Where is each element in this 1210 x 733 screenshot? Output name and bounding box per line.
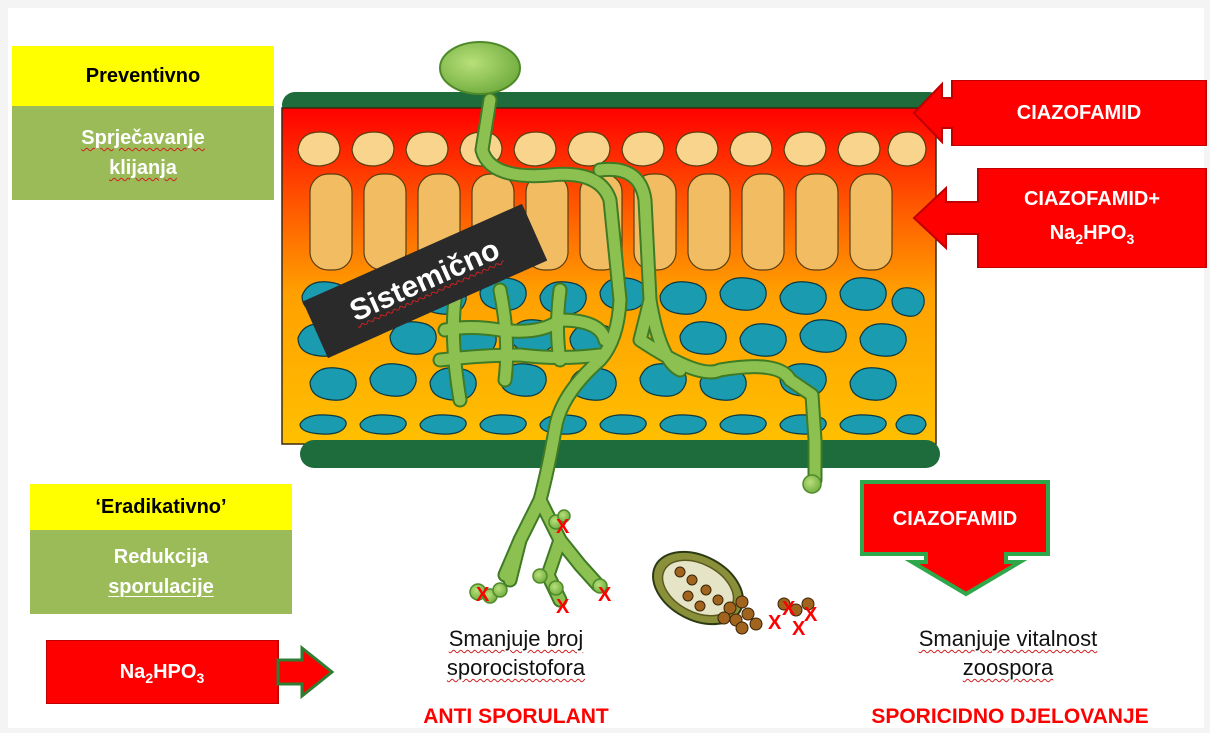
caption-anti-sporulant: Smanjuje broj sporocistofora xyxy=(386,624,646,682)
ciazofamid-plus-line1: CIAZOFAMID+ xyxy=(978,184,1206,214)
sporicidno-effect: SPORICIDNO DJELOVANJE xyxy=(820,705,1200,729)
ciazofamid-down-text: CIAZOFAMID xyxy=(862,504,1048,534)
hpo-mid: HPO xyxy=(153,661,196,683)
hpo-sub-3: 3 xyxy=(1126,231,1134,247)
na2hpo3-text: Na2HPO3 xyxy=(46,657,278,693)
hpo-mid: HPO xyxy=(1083,222,1126,244)
zoosporangium xyxy=(641,537,814,639)
anti-sporulant-effect: ANTI SPORULANT xyxy=(386,705,646,729)
sporangium-top xyxy=(440,42,520,94)
caption-right-line1: Smanjuje vitalnost xyxy=(858,624,1158,653)
ciazofamid-callout-top: CIAZOFAMID xyxy=(912,80,1208,146)
na-base: Na xyxy=(120,661,146,683)
na-sub-2: 2 xyxy=(145,670,153,686)
na2hpo3-callout: Na2HPO3 xyxy=(46,640,336,704)
caption-sporicidno: Smanjuje vitalnost zoospora xyxy=(858,624,1158,682)
ciazofamid-callout-down: CIAZOFAMID xyxy=(856,476,1054,598)
ciazofamid-na2hpo3-callout: CIAZOFAMID+ Na2HPO3 xyxy=(912,168,1208,268)
na-base: Na xyxy=(1050,222,1076,244)
caption-left-line1: Smanjuje broj xyxy=(386,624,646,653)
caption-right-line2: zoospora xyxy=(858,653,1158,682)
lower-epidermis xyxy=(300,440,940,468)
na-sub-2: 2 xyxy=(1075,231,1083,247)
hpo-sub-3: 3 xyxy=(196,670,204,686)
ciazofamid-top-text: CIAZOFAMID xyxy=(952,98,1206,128)
caption-left-line2: sporocistofora xyxy=(386,653,646,682)
ciazofamid-plus-line2: Na2HPO3 xyxy=(978,218,1206,254)
